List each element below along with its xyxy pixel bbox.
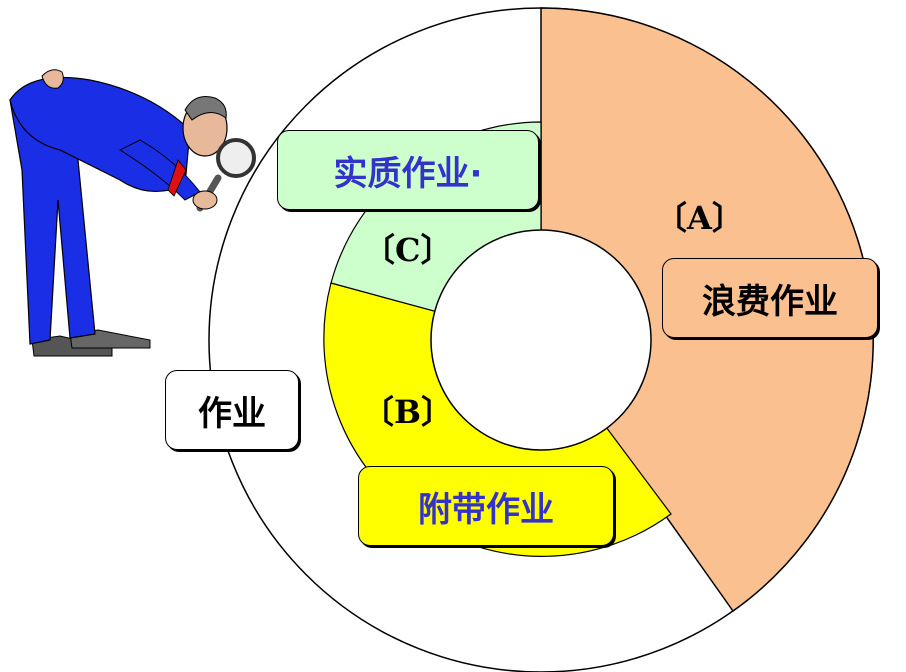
- hair: [184, 96, 227, 121]
- real-work-text: 实质作业·: [333, 153, 483, 194]
- hand-on-magnifier: [192, 190, 218, 210]
- waste-work-text: 浪费作业: [702, 281, 838, 322]
- arm: [118, 139, 201, 201]
- tie: [167, 159, 187, 197]
- waste-work-label: 浪费作业: [662, 258, 878, 338]
- bracket-c: 〔C〕: [363, 231, 453, 269]
- magnifier-lens: [216, 138, 256, 178]
- hand-on-back: [41, 69, 64, 89]
- incidental-work-text: 附带作业: [418, 489, 554, 530]
- bracket-b: 〔B〕: [362, 393, 454, 431]
- work-label: 作业: [165, 370, 299, 450]
- incidental-work-label: 附带作业: [358, 466, 614, 546]
- inspector-figure: [9, 69, 256, 357]
- work-text: 作业: [198, 393, 266, 434]
- bracket-a: 〔A〕: [655, 199, 744, 237]
- center-hole: [430, 229, 652, 451]
- real-work-label: 实质作业·: [277, 130, 539, 210]
